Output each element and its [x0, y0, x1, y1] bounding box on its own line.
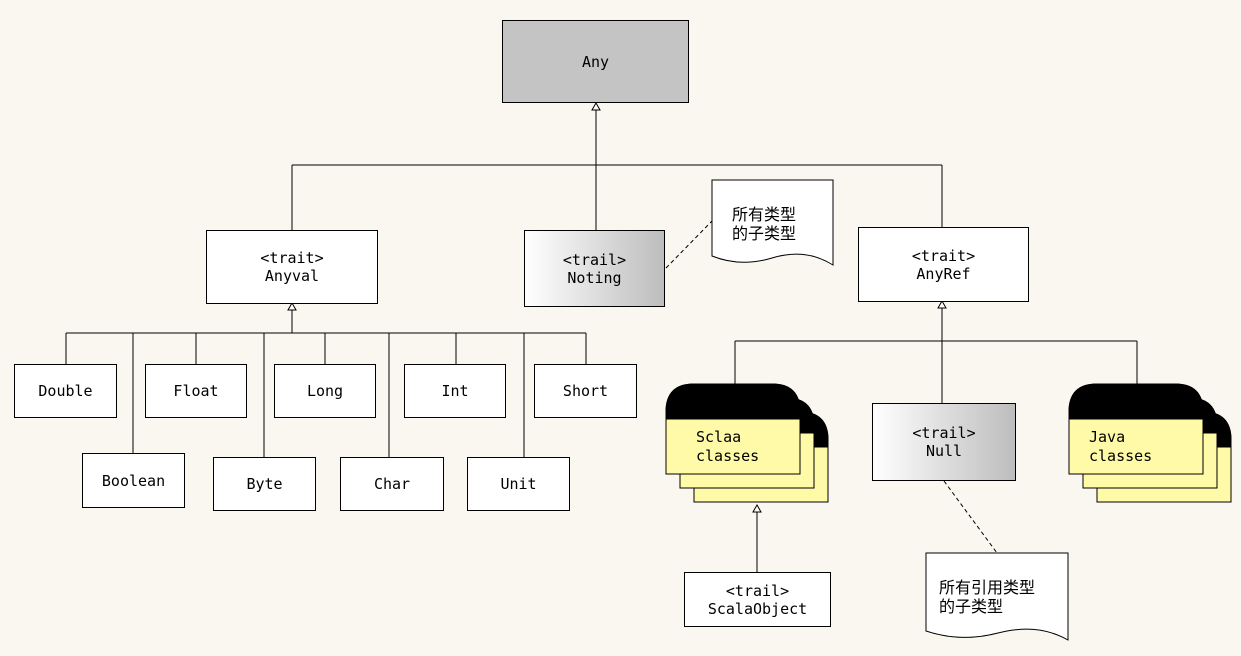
node-anyref-name: AnyRef [916, 264, 971, 283]
java-classes-line1: Java [1089, 428, 1126, 446]
node-anyref[interactable]: <trait> AnyRef [858, 227, 1029, 302]
node-double[interactable]: Double [14, 364, 117, 418]
node-boolean[interactable]: Boolean [82, 453, 185, 508]
scala-classes-line2: classes [696, 447, 760, 465]
node-long[interactable]: Long [274, 364, 376, 418]
node-scalaobject-name: ScalaObject [707, 599, 808, 618]
node-noting-name: Noting [567, 268, 622, 287]
noting-note: 所有类型 的子类型 [732, 205, 796, 243]
node-scalaobject[interactable]: <trail> ScalaObject [684, 572, 831, 627]
noting-note-shape [711, 179, 834, 266]
node-char-label: Char [373, 475, 411, 493]
scala-classes-line1: Sclaa [696, 428, 742, 446]
null-note-line2: 的子类型 [939, 597, 1004, 616]
node-byte-label: Byte [246, 475, 283, 493]
null-note: 所有引用类型 的子类型 [939, 578, 1035, 616]
node-any-label: Any [581, 52, 610, 71]
node-int-label: Int [441, 382, 469, 400]
node-java-classes[interactable]: Java classes [1089, 428, 1152, 466]
node-anyref-stereotype: <trait> [911, 246, 976, 265]
node-float-label: Float [173, 382, 219, 400]
null-note-line1: 所有引用类型 [939, 578, 1036, 597]
node-any[interactable]: Any [502, 20, 689, 103]
java-classes-line2: classes [1089, 447, 1153, 465]
node-unit[interactable]: Unit [467, 457, 570, 511]
node-noting[interactable]: <trail> Noting [524, 230, 665, 307]
node-char[interactable]: Char [340, 457, 444, 511]
node-null[interactable]: <trail> Null [872, 403, 1016, 481]
java-classes-stack-shape [1068, 383, 1232, 503]
node-boolean-label: Boolean [101, 471, 166, 490]
node-scalaobject-stereotype: <trail> [725, 581, 790, 600]
note-shapes [711, 179, 1069, 641]
node-null-name: Null [925, 442, 963, 460]
node-short[interactable]: Short [534, 364, 637, 418]
inheritance-connectors [65, 109, 1138, 572]
scala-classes-stack-shape [665, 383, 829, 503]
note-links [665, 220, 998, 554]
node-anyval-stereotype: <trait> [260, 249, 324, 267]
node-double-label: Double [38, 382, 93, 400]
node-null-stereotype: <trail> [912, 424, 976, 442]
node-scala-classes[interactable]: Sclaa classes [696, 428, 759, 466]
node-noting-stereotype: <trail> [562, 250, 627, 269]
null-note-shape [925, 552, 1069, 641]
node-float[interactable]: Float [145, 364, 247, 418]
inheritance-arrowheads [287, 101, 947, 513]
node-byte[interactable]: Byte [213, 457, 316, 511]
noting-note-line2: 的子类型 [732, 224, 797, 243]
node-unit-label: Unit [500, 475, 537, 493]
node-long-label: Long [306, 382, 344, 400]
node-anyval-name: Anyval [264, 267, 320, 285]
node-short-label: Short [562, 382, 609, 400]
noting-note-line1: 所有类型 [732, 205, 797, 224]
node-anyval[interactable]: <trait> Anyval [206, 230, 378, 304]
node-int[interactable]: Int [404, 364, 506, 418]
